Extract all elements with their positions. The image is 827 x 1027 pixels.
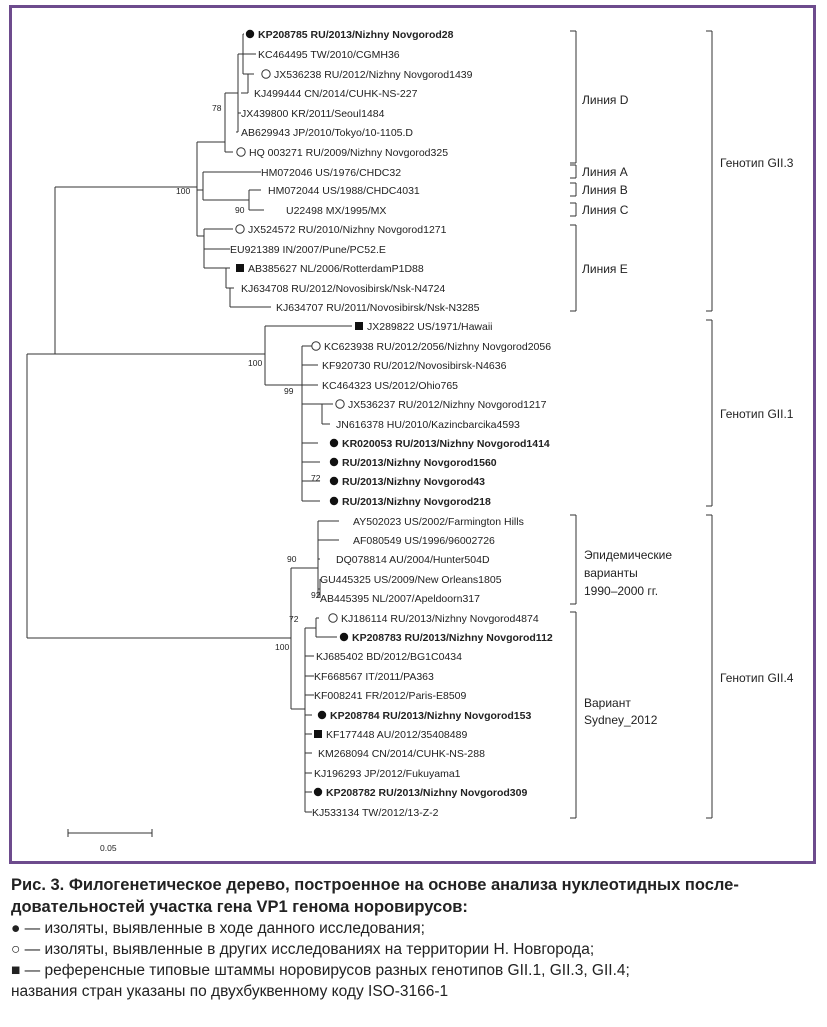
group-genotype-gii3: Генотип GII.3 — [720, 156, 794, 170]
leaf-label: AB629943 JP/2010/Tokyo/10-1105.D — [241, 127, 413, 139]
open-circle-icon — [311, 341, 321, 351]
leaf-label: KF668567 IT/2011/PA363 — [314, 671, 434, 683]
open-circle-icon — [335, 399, 345, 409]
phylogenetic-tree: KP208785 RU/2013/Nizhny Novgorod28KC4644… — [26, 29, 794, 853]
group-lineage-d: Линия D — [582, 93, 629, 107]
bootstrap-value: 78 — [212, 103, 222, 113]
bootstrap-value: 100 — [248, 358, 262, 368]
leaf-label: KC464495 TW/2010/CGMH36 — [258, 49, 400, 61]
group-lineage-c: Линия C — [582, 203, 629, 217]
leaf-label: KJ634708 RU/2012/Novosibirsk/Nsk-N4724 — [241, 283, 445, 295]
filled-square-icon — [314, 730, 322, 738]
leaf-label: KC464323 US/2012/Ohio765 — [322, 380, 458, 392]
filled-circle-icon — [329, 457, 339, 467]
leaf-label: HM072046 US/1976/CHDC32 — [261, 167, 401, 179]
leaf-label: KJ685402 BD/2012/BG1C0434 — [316, 651, 462, 663]
legend-open-circle: ○ — изоляты, выявленные в других исследо… — [11, 941, 595, 958]
filled-circle-icon — [313, 787, 323, 797]
filled-circle-icon — [317, 710, 327, 720]
filled-circle-icon — [329, 496, 339, 506]
filled-circle-icon — [245, 29, 255, 39]
leaf-label: AY502023 US/2002/Farmington Hills — [353, 516, 524, 528]
leaf-label: KJ499444 CN/2014/CUHK-NS-227 — [254, 88, 418, 100]
leaf-label: JX289822 US/1971/Hawaii — [367, 321, 493, 333]
leaf-label: RU/2013/Nizhny Novgorod218 — [342, 496, 491, 508]
leaf-label: AF080549 US/1996/96002726 — [353, 535, 495, 547]
bootstrap-value: 90 — [235, 205, 245, 215]
leaf-label: KJ186114 RU/2013/Nizhny Novgorod4874 — [341, 613, 539, 625]
filled-circle-icon — [339, 632, 349, 642]
leaf-label: KM268094 CN/2014/CUHK-NS-288 — [318, 748, 485, 760]
group-genotype-gii4: Генотип GII.4 — [720, 671, 794, 685]
caption-note: названия стран указаны по двухбуквенному… — [11, 983, 449, 1000]
leaf-label: HM072044 US/1988/CHDC4031 — [268, 185, 420, 197]
leaf-label: KJ196293 JP/2012/Fukuyama1 — [314, 768, 461, 780]
group-epidemic-line: Эпидемические — [584, 548, 672, 562]
group-lineage-b: Линия B — [582, 183, 628, 197]
leaf-label: JX536237 RU/2012/Nizhny Novgorod1217 — [348, 399, 547, 411]
leaf-label: U22498 MX/1995/MX — [286, 205, 386, 217]
leaf-label: JN616378 HU/2010/Kazincbarcika4593 — [336, 419, 520, 431]
leaf-label: AB385627 NL/2006/RotterdamP1D88 — [248, 263, 424, 275]
filled-circle-icon — [329, 438, 339, 448]
group-lineage-a: Линия A — [582, 165, 628, 179]
leaf-label: JX536238 RU/2012/Nizhny Novgorod1439 — [274, 69, 473, 81]
leaf-label: DQ078814 AU/2004/Hunter504D — [336, 554, 490, 566]
legend-filled-circle: ● — изоляты, выявленные в ходе данного и… — [11, 920, 425, 937]
leaf-label: KF920730 RU/2012/Novosibirsk-N4636 — [322, 360, 507, 372]
open-circle-icon — [328, 613, 338, 623]
leaf-label: GU445325 US/2009/New Orleans1805 — [320, 574, 502, 586]
leaf-label: KP208785 RU/2013/Nizhny Novgorod28 — [258, 29, 454, 41]
leaf-label: HQ 003271 RU/2009/Nizhny Novgorod325 — [249, 147, 448, 159]
group-genotype-gii1: Генотип GII.1 — [720, 407, 794, 421]
bootstrap-value: 72 — [289, 614, 299, 624]
bootstrap-value: 100 — [275, 642, 289, 652]
scale-bar-label: 0.05 — [100, 843, 117, 853]
leaf-label: EU921389 IN/2007/Pune/PC52.E — [230, 244, 386, 256]
leaf-label: KP208783 RU/2013/Nizhny Novgorod112 — [352, 632, 553, 644]
leaf-label: RU/2013/Nizhny Novgorod1560 — [342, 457, 497, 469]
leaf-label: RU/2013/Nizhny Novgorod43 — [342, 476, 485, 488]
group-sydney-line: Вариант — [584, 696, 631, 710]
leaf-label: JX439800 KR/2011/Seoul1484 — [241, 108, 385, 120]
filled-square-icon — [236, 264, 244, 272]
leaf-label: KJ533134 TW/2012/13-Z-2 — [312, 807, 439, 819]
leaf-label: KJ634707 RU/2011/Novosibirsk/Nsk-N3285 — [276, 302, 480, 314]
filled-circle-icon — [329, 476, 339, 486]
leaf-label: KP208782 RU/2013/Nizhny Novgorod309 — [326, 787, 527, 799]
bootstrap-value: 72 — [311, 473, 321, 483]
figure-frame — [9, 5, 816, 864]
group-epidemic-line: 1990–2000 гг. — [584, 584, 658, 598]
caption-title: Рис. 3. Филогенетическое дерево, построе… — [11, 876, 739, 916]
group-epidemic-line: варианты — [584, 566, 638, 580]
leaf-label: KF177448 AU/2012/35408489 — [326, 729, 467, 741]
bootstrap-value: 90 — [287, 554, 297, 564]
group-sydney-line: Sydney_2012 — [584, 713, 658, 727]
open-circle-icon — [236, 147, 246, 157]
legend-square: ■ — референсные типовые штаммы норовирус… — [11, 962, 630, 979]
bootstrap-value: 100 — [176, 186, 190, 196]
leaf-label: KF008241 FR/2012/Paris-E8509 — [314, 690, 467, 702]
open-circle-icon — [261, 69, 271, 79]
leaf-label: AB445395 NL/2007/Apeldoorn317 — [320, 593, 480, 605]
bootstrap-value: 99 — [284, 386, 294, 396]
bootstrap-value: 92 — [311, 590, 321, 600]
leaf-label: KP208784 RU/2013/Nizhny Novgorod153 — [330, 710, 531, 722]
open-circle-icon — [235, 224, 245, 234]
leaf-label: JX524572 RU/2010/Nizhny Novgorod1271 — [248, 224, 447, 236]
figure-caption: Рис. 3. Филогенетическое дерево, построе… — [11, 874, 811, 1002]
leaf-label: KR020053 RU/2013/Nizhny Novgorod1414 — [342, 438, 550, 450]
filled-square-icon — [355, 322, 363, 330]
leaf-label: KC623938 RU/2012/2056/Nizhny Novgorod205… — [324, 341, 551, 353]
group-lineage-e: Линия E — [582, 262, 628, 276]
